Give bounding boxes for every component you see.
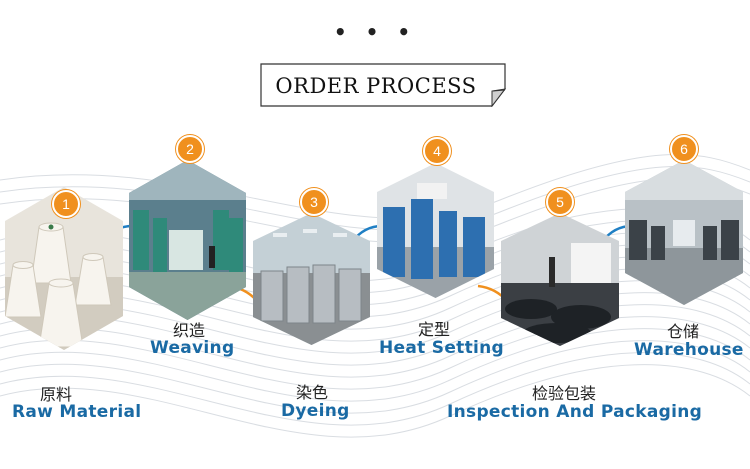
step-6-label-cn: 仓储 xyxy=(667,322,700,341)
step-1-image-raw-material xyxy=(5,187,123,350)
step-1-label-en: Raw Material xyxy=(12,402,142,422)
step-4-label-cn: 定型 xyxy=(418,320,451,339)
step-2-image-weaving xyxy=(129,160,246,320)
step-6-number-badge: 6 xyxy=(670,135,698,163)
step-5-label-en: Inspection And Packaging xyxy=(447,402,703,422)
step-5-number-badge: 5 xyxy=(546,188,574,216)
step-2-label-cn: 织造 xyxy=(173,321,206,340)
step-4-label-en: Heat Setting xyxy=(379,338,504,358)
step-2-number-badge: 2 xyxy=(176,135,204,163)
step-3-number-badge: 3 xyxy=(300,188,328,216)
header-dots: • • • xyxy=(333,20,417,44)
step-3-label-cn: 染色 xyxy=(296,383,329,402)
step-6-image-warehouse xyxy=(625,160,743,305)
page-title: ORDER PROCESS xyxy=(275,74,477,98)
step-3-label-en: Dyeing xyxy=(281,401,350,421)
step-3-image-dyeing xyxy=(253,213,370,345)
title-banner-frame xyxy=(260,63,506,107)
step-2-label-en: Weaving xyxy=(150,338,235,358)
step-5-image-inspection-packaging xyxy=(501,213,619,346)
step-1-label-cn: 原料 xyxy=(40,385,73,404)
step-4-image-heat-setting xyxy=(377,163,494,298)
step-6-label-en: Warehouse xyxy=(634,340,744,360)
step-4-number-badge: 4 xyxy=(423,137,451,165)
step-5-label-cn: 检验包装 xyxy=(532,384,597,403)
step-1-number-badge: 1 xyxy=(52,190,80,218)
